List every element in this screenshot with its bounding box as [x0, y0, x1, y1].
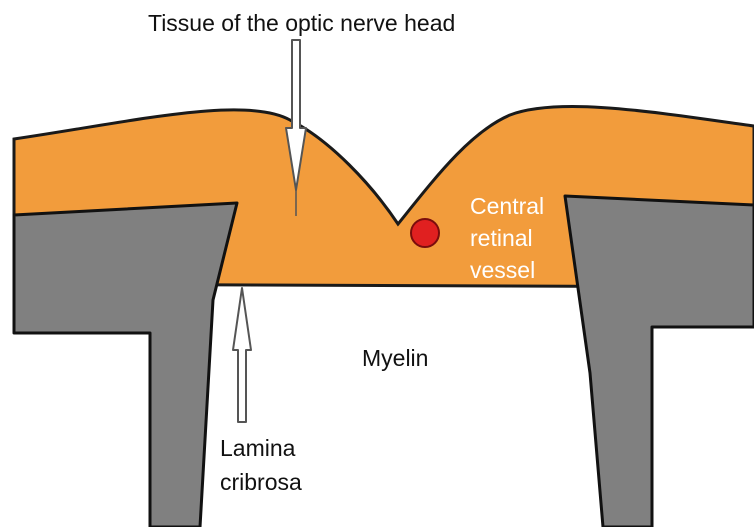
- central-label-line-2: retinal: [470, 225, 533, 251]
- central-retinal-vessel: [411, 219, 439, 247]
- left-sclera-block: [14, 203, 237, 527]
- central-label-line-3: vessel: [470, 257, 535, 283]
- lamina-cribrosa-label: Lamina cribrosa: [220, 435, 302, 495]
- lamina-label-line-2: cribrosa: [220, 469, 302, 495]
- right-sclera-block: [565, 196, 754, 527]
- up-arrow-icon: [233, 288, 251, 422]
- myelin-label: Myelin: [362, 345, 428, 371]
- tissue-label: Tissue of the optic nerve head: [148, 10, 455, 36]
- central-label-line-1: Central: [470, 193, 544, 219]
- lamina-label-line-1: Lamina: [220, 435, 296, 461]
